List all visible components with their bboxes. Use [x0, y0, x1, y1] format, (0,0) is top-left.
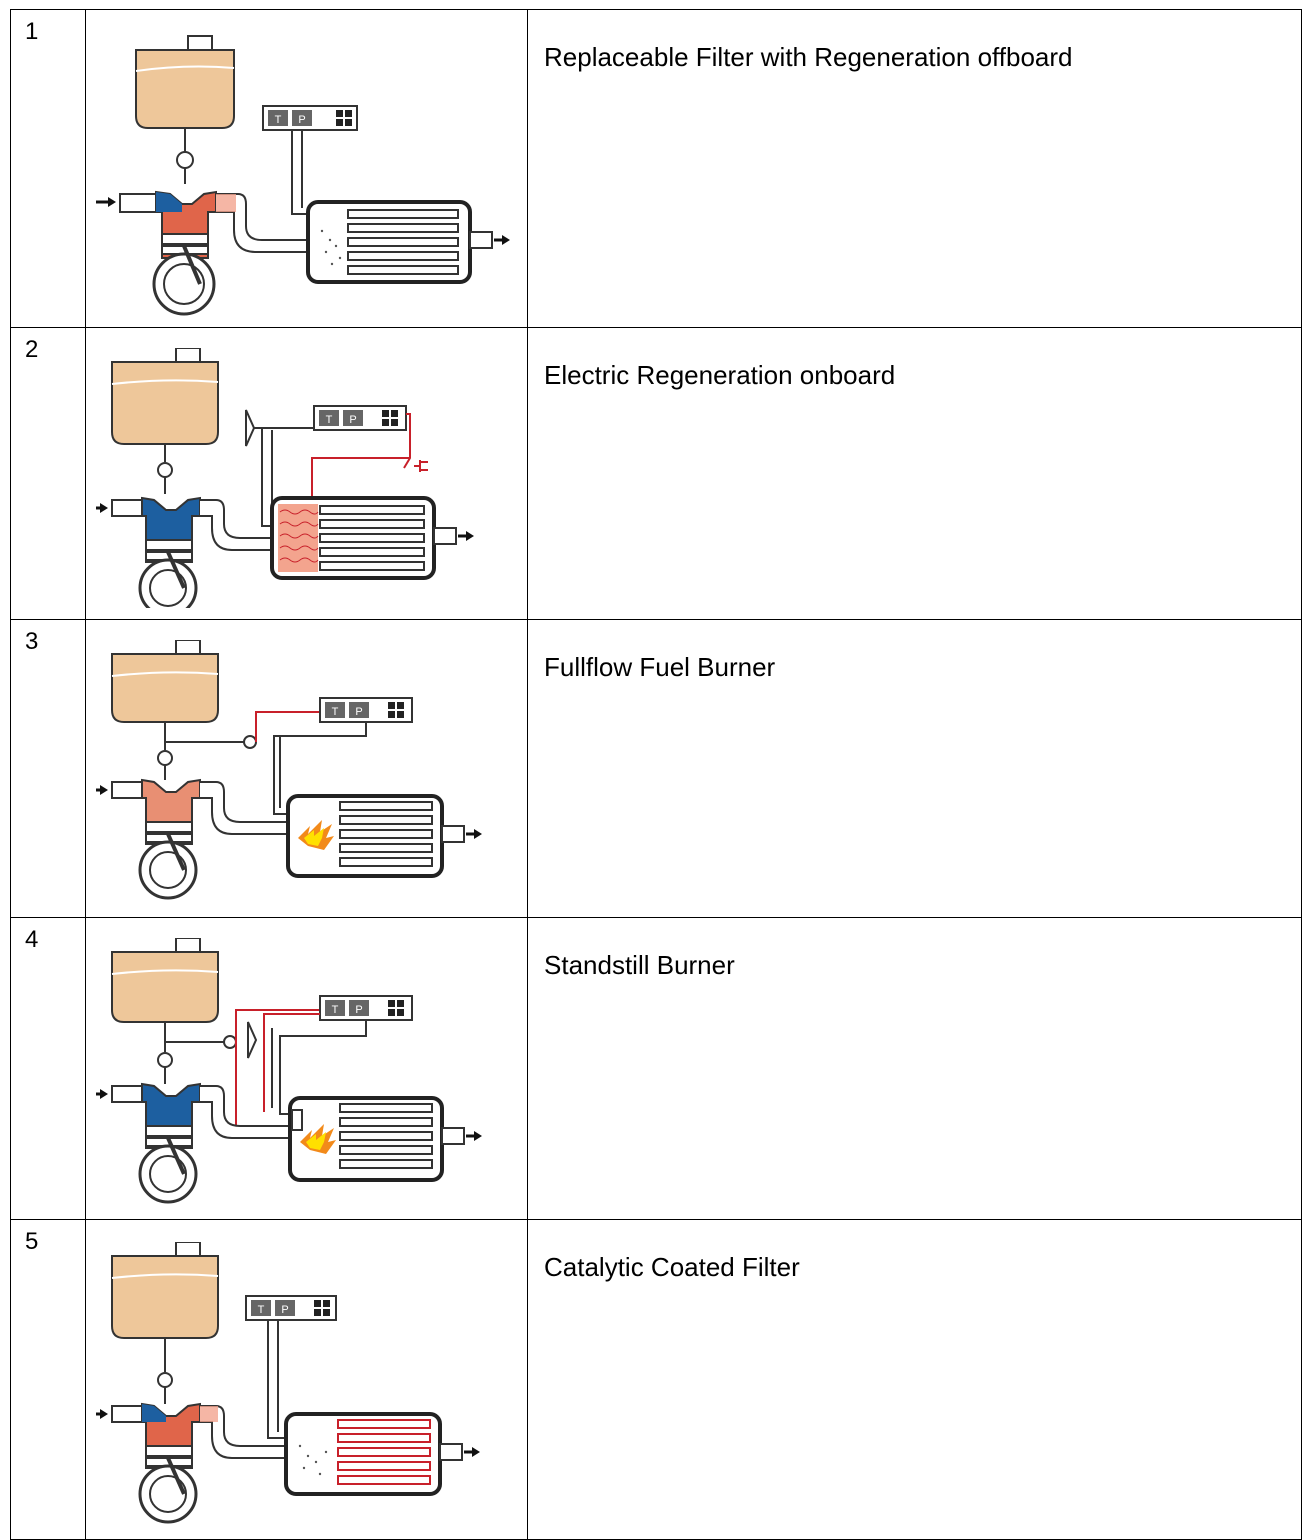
scheme-electric-regeneration: T P: [96, 348, 474, 608]
pressure-label: P: [298, 114, 305, 126]
scheme-replaceable-filter: T P: [96, 35, 510, 316]
temperature-label: T: [326, 414, 333, 426]
table-row: 1: [10, 9, 1302, 328]
pressure-label: P: [355, 706, 362, 718]
scheme-fullflow-burner: T P: [96, 640, 482, 900]
pressure-label: P: [355, 1004, 362, 1016]
temperature-label: T: [275, 114, 282, 126]
row-title: Replaceable Filter with Regeneration off…: [527, 9, 1302, 328]
row-number: 3: [10, 619, 86, 918]
regeneration-methods-table: 1: [10, 9, 1302, 1540]
figure-cell: T P: [85, 619, 528, 918]
scheme-standstill-burner: T P: [96, 938, 482, 1204]
row-number: 2: [10, 327, 86, 620]
row-title: Standstill Burner: [527, 917, 1302, 1220]
temperature-label: T: [258, 1304, 265, 1316]
row-title: Catalytic Coated Filter: [527, 1219, 1302, 1540]
pressure-label: P: [349, 414, 356, 426]
row-number: 1: [10, 9, 86, 328]
row-number: 5: [10, 1219, 86, 1540]
figure-cell: T P: [85, 917, 528, 1220]
row-title: Electric Regeneration onboard: [527, 327, 1302, 620]
table-row: 2: [10, 327, 1302, 620]
row-title: Fullflow Fuel Burner: [527, 619, 1302, 918]
table-row: 5: [10, 1219, 1302, 1540]
scheme-catalytic-filter: T P: [96, 1242, 480, 1524]
table-row: 4: [10, 917, 1302, 1220]
figure-cell: T P: [85, 9, 528, 328]
figure-cell: T P: [85, 1219, 528, 1540]
table-row: 3: [10, 619, 1302, 918]
temperature-label: T: [332, 1004, 339, 1016]
pressure-label: P: [281, 1304, 288, 1316]
temperature-label: T: [332, 706, 339, 718]
row-number: 4: [10, 917, 86, 1220]
figure-cell: T P: [85, 327, 528, 620]
